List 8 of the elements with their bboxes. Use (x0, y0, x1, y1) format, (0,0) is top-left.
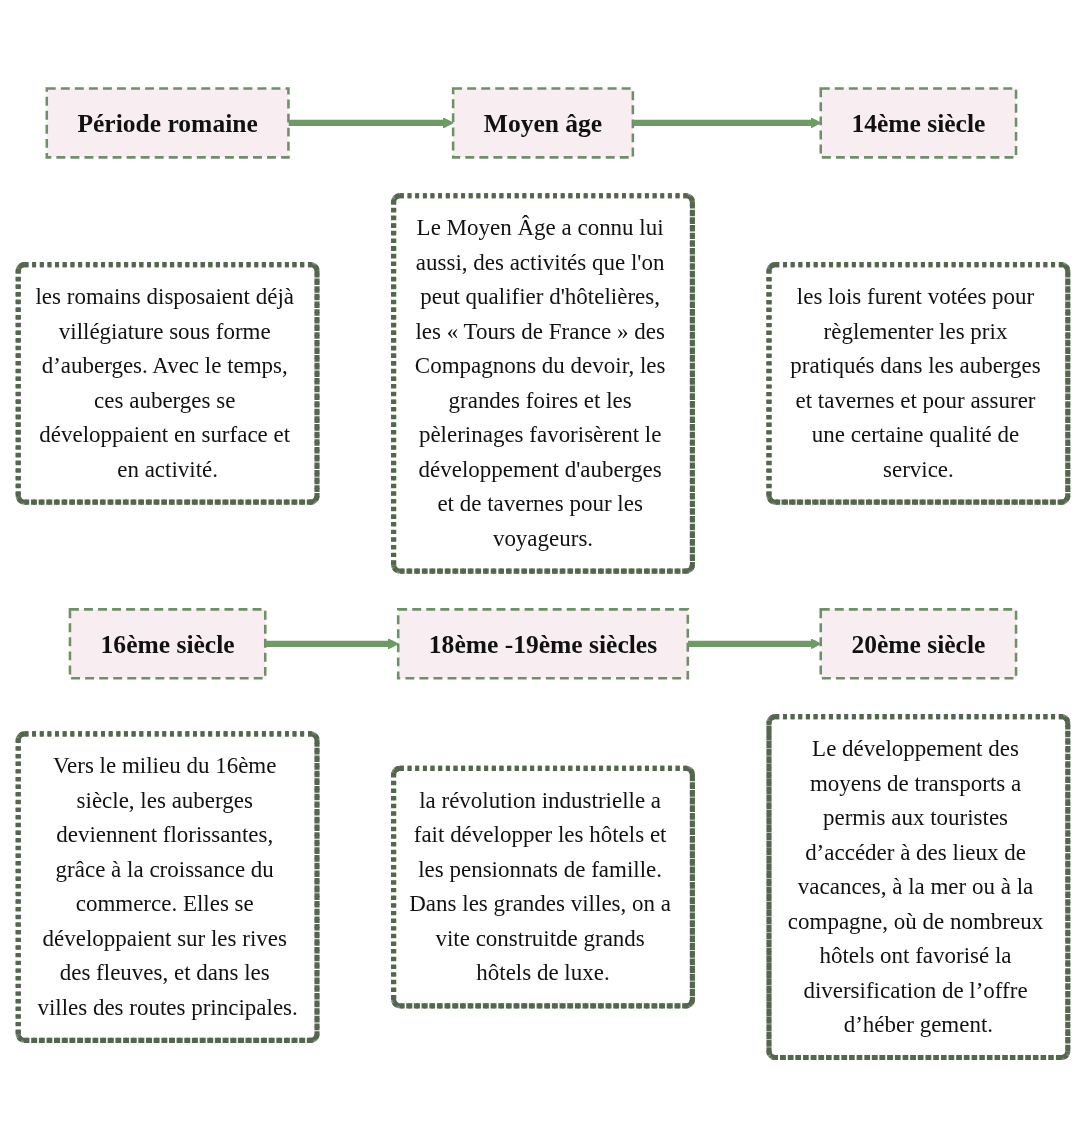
node-box (68, 607, 267, 680)
node-box (45, 86, 290, 159)
node-box (818, 86, 1017, 159)
arrow (632, 116, 821, 129)
node-box (396, 607, 689, 680)
arrow (687, 637, 821, 649)
node-box (451, 86, 634, 159)
node-box (818, 607, 1017, 680)
